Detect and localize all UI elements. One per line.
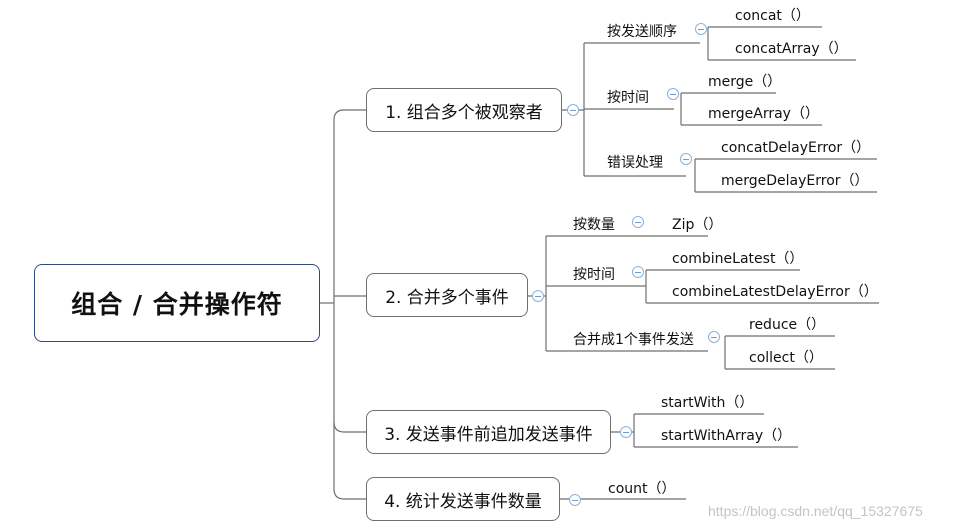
group-label[interactable]: 按时间 — [573, 267, 615, 283]
leaf-node[interactable]: count（） — [608, 481, 676, 497]
group-label[interactable]: 按发送顺序 — [607, 24, 677, 40]
leaf-node[interactable]: merge（） — [708, 74, 782, 90]
leaf-node[interactable]: combineLatestDelayError（） — [672, 284, 878, 300]
collapse-icon[interactable] — [708, 331, 720, 343]
collapse-icon[interactable] — [532, 290, 544, 302]
collapse-icon[interactable] — [632, 216, 644, 228]
leaf-node[interactable]: Zip（） — [672, 217, 723, 233]
branch-combine-observables[interactable]: 1. 组合多个被观察者 — [366, 88, 562, 132]
group-label[interactable]: 合并成1个事件发送 — [573, 332, 694, 348]
collapse-icon[interactable] — [680, 153, 692, 165]
leaf-node[interactable]: reduce（） — [749, 317, 826, 333]
collapse-icon[interactable] — [567, 104, 579, 116]
branch-count-events[interactable]: 4. 统计发送事件数量 — [366, 477, 560, 521]
collapse-icon[interactable] — [620, 426, 632, 438]
leaf-node[interactable]: startWithArray（） — [661, 428, 792, 444]
group-label[interactable]: 按时间 — [607, 90, 649, 106]
leaf-node[interactable]: concat（） — [735, 8, 810, 24]
leaf-node[interactable]: concatDelayError（） — [721, 140, 871, 156]
watermark: https://blog.csdn.net/qq_15327675 — [708, 503, 923, 519]
collapse-icon[interactable] — [569, 494, 581, 506]
leaf-node[interactable]: mergeArray（） — [708, 106, 819, 122]
leaf-node[interactable]: mergeDelayError（） — [721, 173, 869, 189]
leaf-node[interactable]: concatArray（） — [735, 41, 848, 57]
collapse-icon[interactable] — [632, 266, 644, 278]
root-node[interactable]: 组合 / 合并操作符 — [34, 264, 320, 342]
collapse-icon[interactable] — [695, 23, 707, 35]
group-label[interactable]: 错误处理 — [607, 155, 663, 171]
branch-prepend-events[interactable]: 3. 发送事件前追加发送事件 — [366, 410, 611, 454]
branch-merge-events[interactable]: 2. 合并多个事件 — [366, 273, 528, 317]
leaf-node[interactable]: collect（） — [749, 350, 823, 366]
collapse-icon[interactable] — [667, 88, 679, 100]
leaf-node[interactable]: combineLatest（） — [672, 251, 804, 267]
group-label[interactable]: 按数量 — [573, 217, 615, 233]
leaf-node[interactable]: startWith（） — [661, 395, 754, 411]
